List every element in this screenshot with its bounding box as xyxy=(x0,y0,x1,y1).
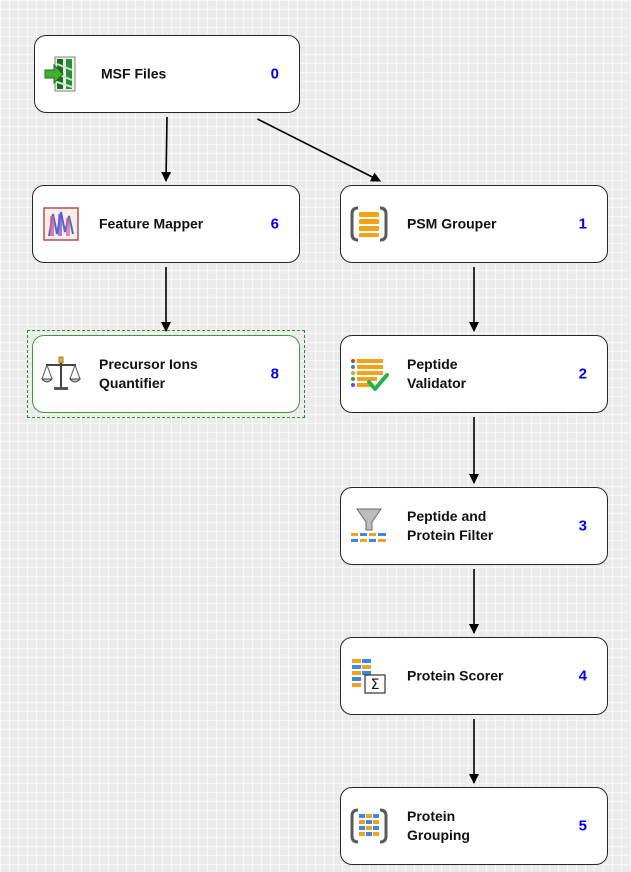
node-number: 8 xyxy=(270,365,279,383)
node-msf-files[interactable]: MSF Files 0 xyxy=(34,35,300,113)
msf-files-icon xyxy=(43,54,83,94)
node-protein-scorer[interactable]: Σ Protein Scorer 4 xyxy=(340,637,608,715)
edge-msf-files-to-psm-grouper xyxy=(257,118,382,182)
node-precursor-ions-quantifier[interactable]: Precursor Ions Quantifier 8 xyxy=(32,335,300,413)
protein-grouping-icon xyxy=(349,806,389,846)
node-number: 5 xyxy=(578,817,587,835)
feature-mapper-icon xyxy=(41,204,81,244)
node-peptide-protein-filter[interactable]: Peptide and Protein Filter 3 xyxy=(340,487,608,565)
edge-msf-files-to-feature-mapper xyxy=(161,116,172,182)
node-label: PSM Grouper xyxy=(407,215,497,232)
node-label: Precursor Ions Quantifier xyxy=(99,356,198,391)
protein-scorer-icon: Σ xyxy=(349,656,389,696)
node-number: 1 xyxy=(578,215,587,233)
node-number: 4 xyxy=(578,667,587,685)
funnel-filter-icon xyxy=(349,506,389,546)
node-peptide-validator[interactable]: Peptide Validator 2 xyxy=(340,335,608,413)
node-number: 2 xyxy=(578,365,587,383)
svg-text:Σ: Σ xyxy=(371,677,380,693)
node-label: Peptide and Protein Filter xyxy=(407,508,494,543)
node-feature-mapper[interactable]: Feature Mapper 6 xyxy=(32,185,300,263)
psm-grouper-icon xyxy=(349,204,389,244)
node-label: Protein Scorer xyxy=(407,667,504,684)
node-number: 0 xyxy=(270,65,279,83)
balance-scale-icon xyxy=(41,354,81,394)
selection-outline xyxy=(27,330,305,418)
node-number: 3 xyxy=(578,517,587,535)
node-psm-grouper[interactable]: PSM Grouper 1 xyxy=(340,185,608,263)
node-label: Peptide Validator xyxy=(407,356,467,391)
node-protein-grouping[interactable]: Protein Grouping 5 xyxy=(340,787,608,865)
node-label: MSF Files xyxy=(101,65,167,82)
node-label: Protein Grouping xyxy=(407,808,470,843)
peptide-validator-icon xyxy=(349,354,389,394)
node-label: Feature Mapper xyxy=(99,215,204,232)
node-number: 6 xyxy=(270,215,279,233)
